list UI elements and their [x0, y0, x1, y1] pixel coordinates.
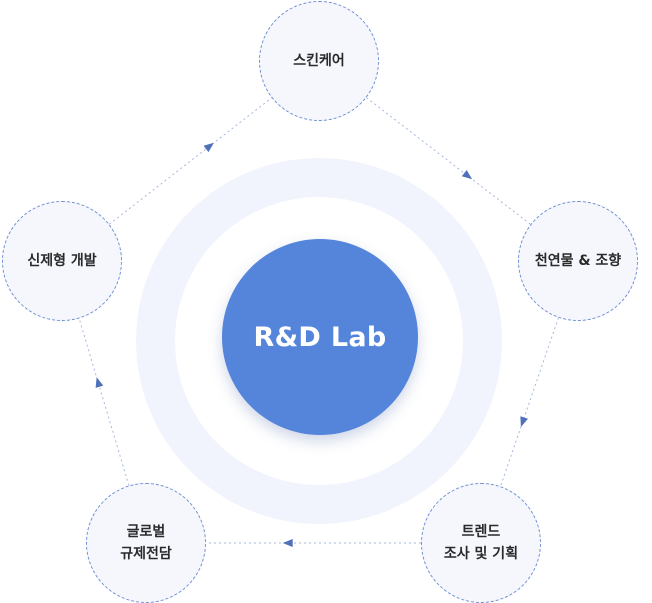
node-skincare: 스킨케어: [259, 1, 379, 121]
node-global-regulation: 글로벌 규제전담: [86, 483, 206, 603]
arrow-natural-to-trend: [520, 416, 528, 427]
arrow-skincare-to-natural: [461, 169, 473, 180]
arrow-regulation-to-newproduct: [95, 377, 104, 388]
node-trend-research: 트렌드 조사 및 기획: [421, 483, 541, 603]
connector-regulation-to-newproduct: [78, 318, 130, 486]
node-label-skincare: 스킨케어: [293, 53, 345, 69]
node-label-natural-fragrance: 천연물 & 조향: [534, 253, 622, 269]
node-label-global-regulation: 글로벌 규제전담: [120, 524, 172, 562]
connector-natural-to-trend: [500, 317, 559, 487]
node-label-trend-research: 트렌드 조사 및 기획: [443, 524, 519, 562]
arrow-trend-to-regulation: [282, 539, 293, 547]
connector-newproduct-to-skincare: [109, 97, 272, 225]
node-new-formulation: 신제형 개발: [2, 201, 122, 321]
arrow-newproduct-to-skincare: [203, 142, 214, 153]
node-natural-fragrance: 천연물 & 조향: [518, 201, 638, 321]
center-label: R&D Lab: [253, 321, 387, 353]
center-circle: R&D Lab: [222, 239, 418, 435]
node-label-new-formulation: 신제형 개발: [27, 253, 97, 269]
